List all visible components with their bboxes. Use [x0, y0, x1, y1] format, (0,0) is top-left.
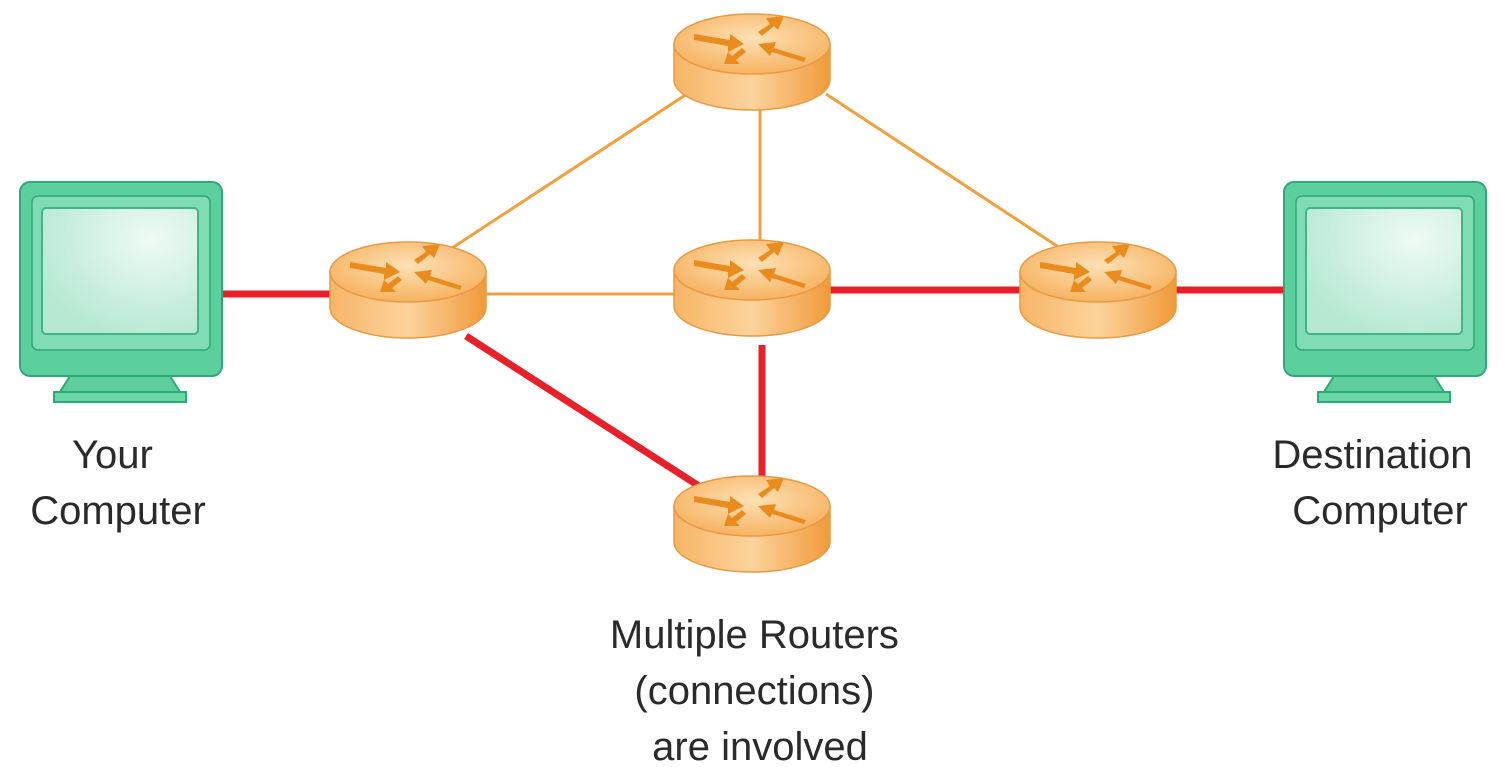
- your-computer-label-line1: Your: [72, 433, 153, 477]
- path-links: [222, 286, 1286, 491]
- routers-caption: Multiple Routers (connections) are invol…: [610, 613, 910, 767]
- destination-computer-monitor: [1283, 181, 1487, 403]
- router-bottom: [673, 475, 831, 573]
- destination-label-line2: Computer: [1292, 489, 1468, 533]
- router-center: [673, 239, 831, 337]
- router-top: [673, 13, 831, 111]
- routers-caption-line2: (connections): [634, 669, 874, 713]
- your-computer-monitor: [19, 181, 223, 403]
- router-right: [1019, 241, 1177, 339]
- link-left-top: [451, 90, 691, 250]
- routers-caption-line3: are involved: [652, 725, 868, 767]
- destination-label-line1: Destination: [1272, 433, 1472, 477]
- routers-caption-line1: Multiple Routers: [610, 613, 899, 657]
- mesh-links: [451, 90, 1061, 296]
- your-computer-label-line2: Computer: [30, 489, 206, 533]
- your-computer-label: Your Computer: [30, 433, 206, 533]
- destination-computer-label: Destination Computer: [1272, 433, 1483, 533]
- router-left: [329, 241, 487, 339]
- link-top-right: [825, 92, 1061, 250]
- link-left-bottom: [464, 333, 704, 491]
